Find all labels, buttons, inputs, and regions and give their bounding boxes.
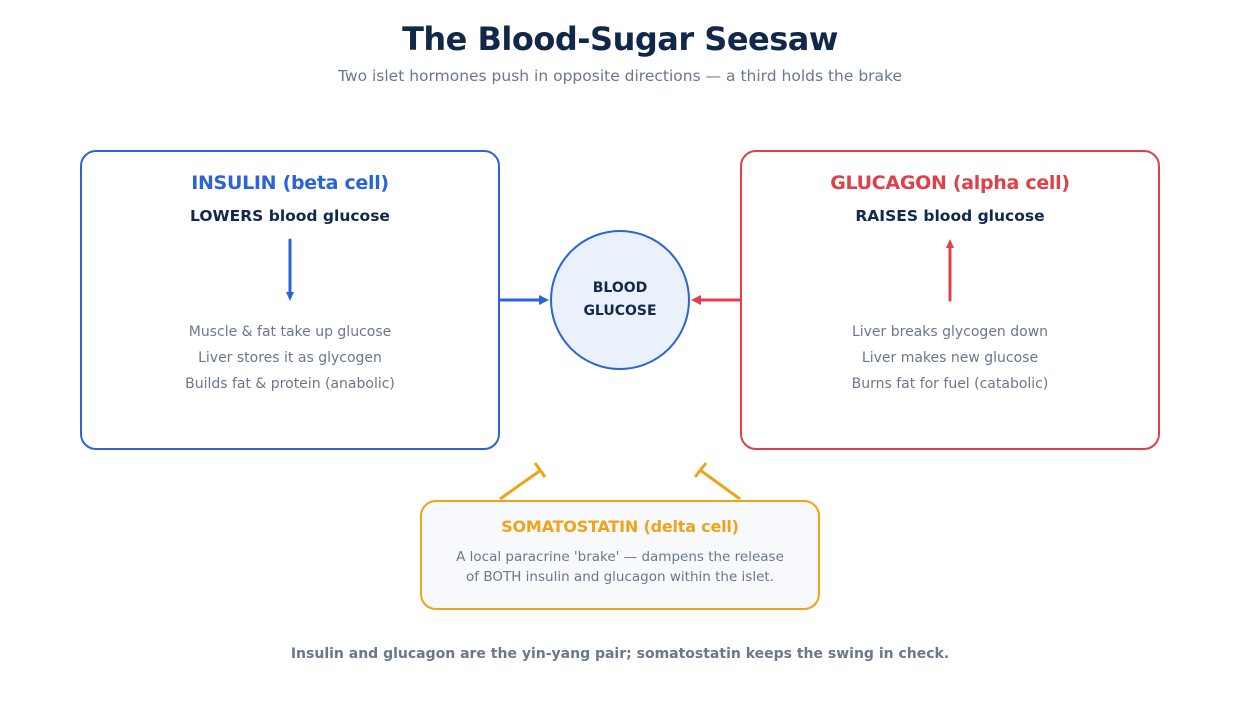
glucagon-action-item: Liver makes new glucose	[861, 350, 1039, 366]
glucagon-action-list: Liver breaks glycogen down Liver makes n…	[742, 322, 1158, 400]
insulin-to-glucose-arrow	[500, 295, 549, 305]
somatostatin-desc-line: of BOTH insulin and glucagon within the …	[466, 569, 774, 585]
somatostatin-description: A local paracrine 'brake' — dampens the …	[422, 547, 818, 587]
insulin-action-item: Liver stores it as glycogen	[198, 350, 382, 366]
inhibit-insulin-connector	[499, 462, 547, 501]
hub-line-2: GLUCOSE	[583, 303, 657, 319]
insulin-action-list: Muscle & fat take up glucose Liver store…	[82, 322, 498, 400]
somatostatin-desc-line: A local paracrine 'brake' — dampens the …	[456, 549, 784, 565]
arrow-up-icon	[946, 239, 954, 302]
hub-line-1: BLOOD	[592, 280, 648, 296]
blood-glucose-label: BLOOD GLUCOSE	[575, 277, 665, 323]
insulin-heading: INSULIN (beta cell)	[191, 172, 389, 194]
glucagon-effect: RAISES blood glucose	[855, 207, 1045, 225]
glucagon-to-glucose-arrow	[691, 295, 740, 305]
diagram-title: The Blood-Sugar Seesaw	[402, 20, 838, 58]
insulin-effect: LOWERS blood glucose	[190, 207, 390, 225]
blood-glucose-hub: BLOOD GLUCOSE	[550, 230, 690, 370]
somatostatin-card: SOMATOSTATIN (delta cell) A local paracr…	[420, 500, 820, 610]
diagram-subtitle: Two islet hormones push in opposite dire…	[337, 67, 903, 85]
insulin-action-item: Muscle & fat take up glucose	[188, 324, 392, 340]
insulin-action-item: Builds fat & protein (anabolic)	[185, 376, 395, 392]
glucagon-action-item: Burns fat for fuel (catabolic)	[851, 376, 1049, 392]
somatostatin-heading: SOMATOSTATIN (delta cell)	[501, 517, 739, 536]
glucagon-heading: GLUCAGON (alpha cell)	[830, 172, 1070, 194]
arrow-down-icon	[286, 238, 294, 301]
glucagon-action-item: Liver breaks glycogen down	[851, 324, 1049, 340]
inhibit-glucagon-connector	[693, 462, 741, 501]
footer-note: Insulin and glucagon are the yin-yang pa…	[290, 646, 950, 662]
